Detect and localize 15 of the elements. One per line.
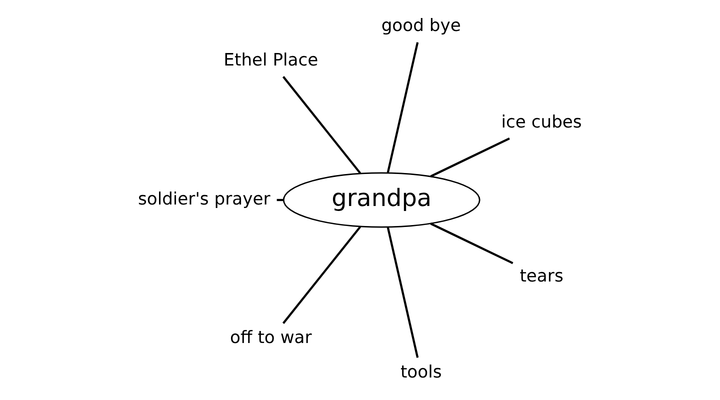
node-text: good bye <box>381 16 461 36</box>
connector <box>282 226 362 324</box>
connector <box>386 227 419 358</box>
connector <box>430 137 510 178</box>
node-text: tears <box>520 266 564 286</box>
connector <box>386 42 419 173</box>
node-text: ice cubes <box>501 112 582 132</box>
node-text: soldier's prayer <box>138 189 270 210</box>
node-text: tools <box>400 362 442 382</box>
node-text: off to war <box>230 328 312 348</box>
connector <box>276 198 284 202</box>
node-ellipse: grandpa <box>282 172 480 228</box>
node-text: Ethel Place <box>224 50 318 70</box>
connector <box>430 222 514 264</box>
connector <box>282 76 362 174</box>
